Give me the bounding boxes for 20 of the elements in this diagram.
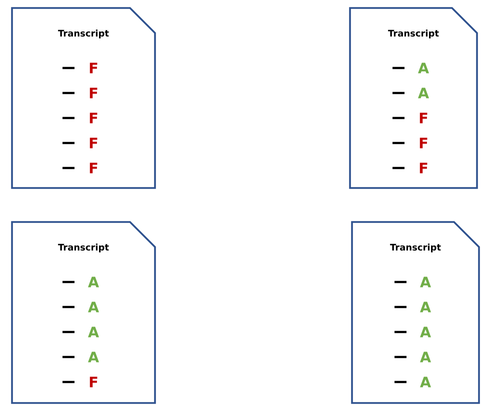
- grade-letter: F: [90, 62, 98, 74]
- grade-letter: F: [90, 138, 98, 148]
- grade-letter: A: [418, 62, 429, 74]
- grade-letter: A: [420, 276, 431, 288]
- grade-letter: F: [420, 138, 428, 148]
- grade-letter: A: [420, 376, 431, 388]
- grade-letter: F: [420, 112, 428, 124]
- grade-letter: A: [88, 326, 99, 338]
- grade-letter: A: [420, 352, 431, 362]
- grade-letter: F: [90, 112, 98, 124]
- grade-letter: F: [90, 376, 98, 388]
- grade-letter: A: [88, 302, 99, 312]
- grade-letter: F: [90, 162, 98, 174]
- grade-letter: A: [88, 352, 99, 362]
- grade-letter: A: [88, 276, 99, 288]
- grade-letter: F: [90, 88, 98, 98]
- grade-letter: A: [420, 326, 431, 338]
- grade-letter: F: [420, 162, 428, 174]
- grade-letter: A: [420, 302, 431, 312]
- grade-letter: A: [418, 88, 429, 98]
